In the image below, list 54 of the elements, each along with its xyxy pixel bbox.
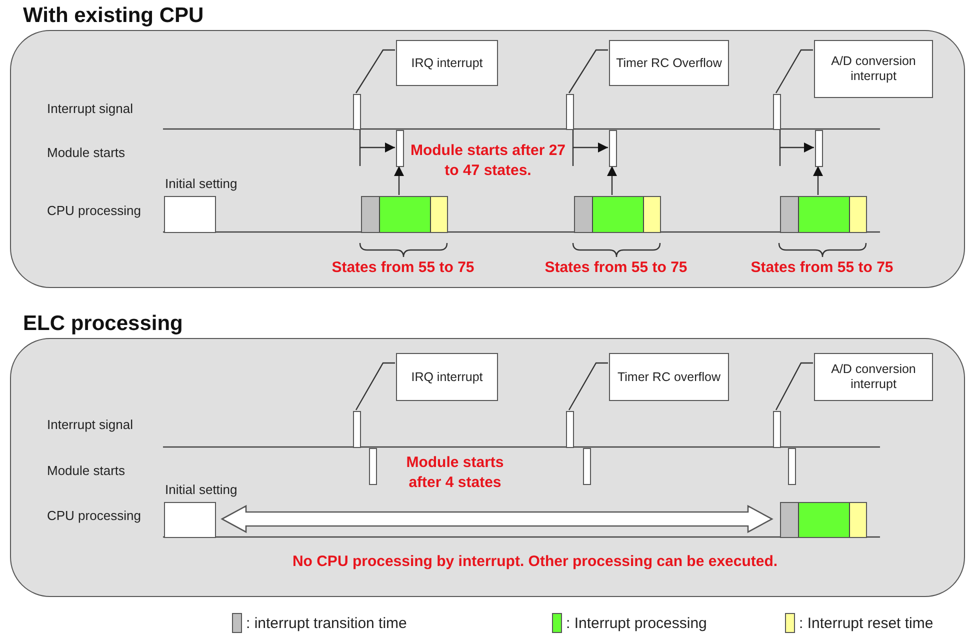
signal-pulse: [583, 448, 591, 485]
leader-line: [775, 362, 813, 410]
row-label: Module starts: [47, 145, 126, 160]
section-title: ELC processing: [23, 312, 183, 336]
leader-line: [568, 49, 608, 94]
callout-box: IRQ interrupt: [396, 353, 498, 401]
row-label: CPU processing: [47, 203, 141, 218]
arrow: [607, 166, 617, 195]
signal-pulse: [815, 130, 823, 167]
signal-pulse: [773, 94, 781, 130]
signal-pulse: [609, 130, 617, 167]
processing-block: [780, 502, 867, 538]
signal-pulse: [773, 411, 781, 448]
legend-text: : interrupt transition time: [246, 614, 407, 632]
block-caption: Initial setting: [165, 482, 238, 497]
arrow: [813, 166, 823, 195]
callout-box: A/D conversion interrupt: [814, 40, 933, 98]
signal-pulse: [396, 130, 404, 167]
duration-label: States from 55 to 75: [544, 258, 688, 278]
arrow: [779, 129, 814, 152]
arrow: [572, 129, 608, 152]
row-label: Interrupt signal: [47, 417, 133, 432]
row-label: CPU processing: [47, 508, 141, 523]
processing-block: [574, 196, 661, 233]
double-arrow: [220, 504, 774, 534]
legend-text: : Interrupt reset time: [799, 614, 934, 632]
arrow: [359, 129, 395, 152]
processing-block: [780, 196, 867, 233]
arrow: [394, 166, 404, 195]
signal-pulse: [566, 411, 574, 448]
leader-line: [355, 362, 395, 410]
signal-pulse: [353, 411, 361, 448]
section-title: With existing CPU: [23, 4, 204, 28]
processing-block: [361, 196, 448, 233]
signal-pulse: [788, 448, 796, 485]
duration-label: States from 55 to 75: [750, 258, 894, 278]
callout-box: A/D conversion interrupt: [814, 353, 933, 401]
annotation-text: No CPU processing by interrupt. Other processing can be executed.: [291, 552, 779, 572]
callout-box: Timer RC overflow: [609, 353, 729, 401]
signal-pulse: [566, 94, 574, 130]
legend-text: : Interrupt processing: [566, 614, 707, 632]
leader-line: [775, 49, 813, 94]
annotation-text: Module starts after 27 to 47 states.: [409, 141, 567, 180]
annotation-text: Module starts after 4 states: [405, 453, 505, 492]
callout-box: Timer RC Overflow: [609, 40, 729, 86]
leader-line: [356, 49, 395, 94]
row-label: Interrupt signal: [47, 101, 133, 116]
row-label: Module starts: [47, 463, 126, 478]
callout-box: IRQ interrupt: [396, 40, 498, 86]
signal-pulse: [369, 448, 377, 485]
leader-line: [568, 362, 608, 410]
duration-label: States from 55 to 75: [330, 258, 476, 278]
signal-pulse: [353, 94, 361, 130]
block-caption: Initial setting: [165, 176, 238, 191]
